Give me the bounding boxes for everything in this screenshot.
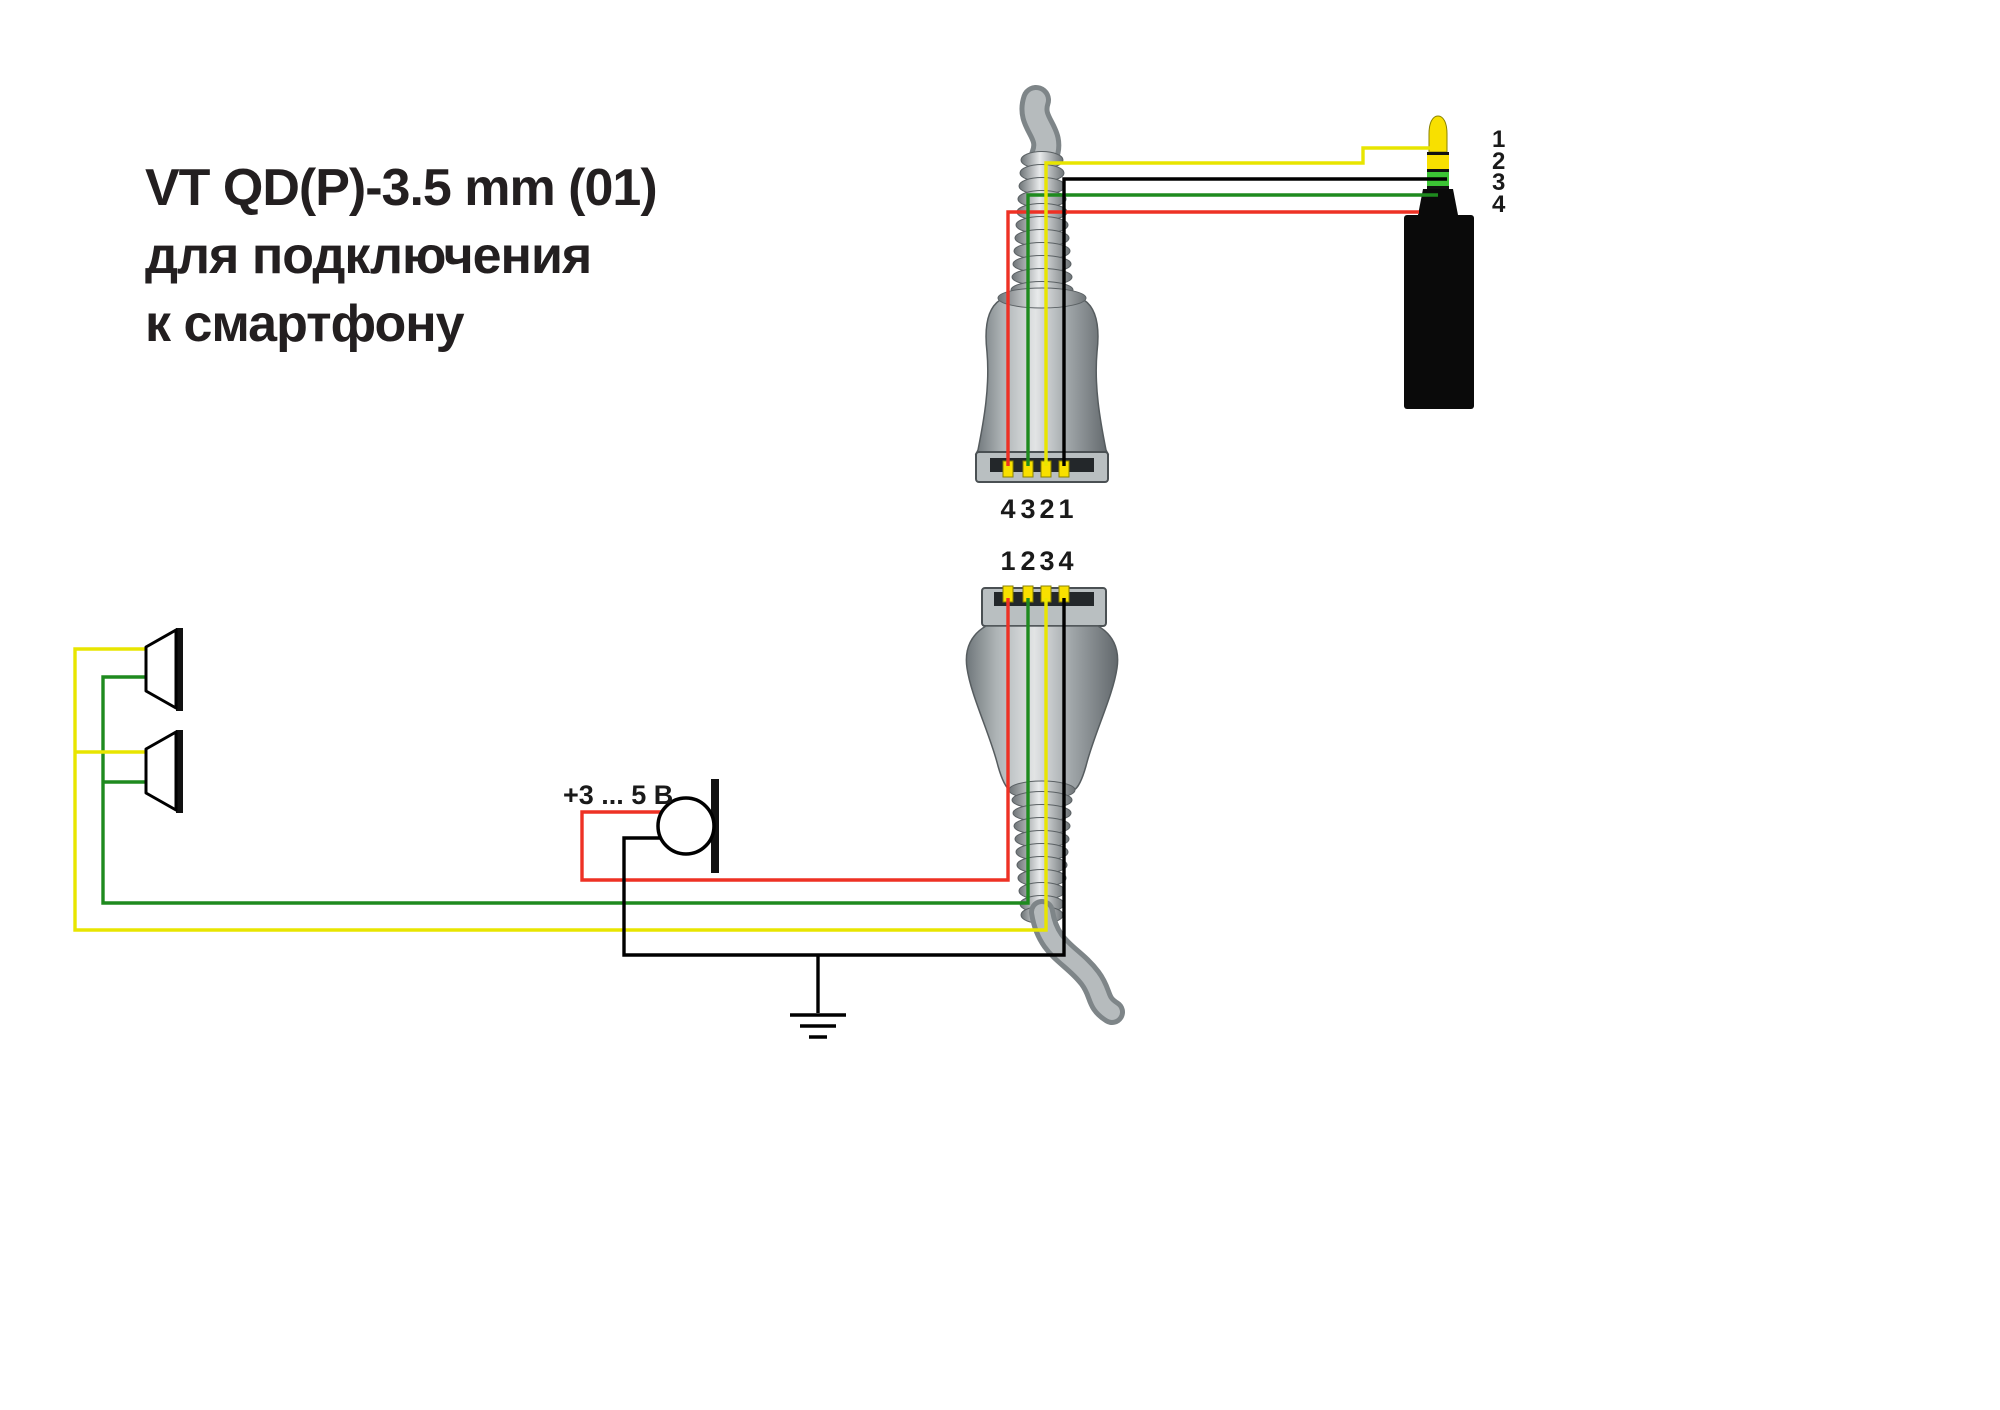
bottom-connector-pin-label: 1 (1000, 546, 1015, 576)
connector-body-top (974, 290, 1110, 455)
connector-collar-top (997, 287, 1087, 309)
speaker-diaphragm (176, 628, 183, 711)
title-line-1: VT QD(P)-3.5 mm (01) (145, 159, 657, 217)
wire-black-top (1062, 177, 1447, 466)
jack-pin-label: 3 (1492, 169, 1505, 196)
mic-capsule (656, 796, 716, 856)
top-qd-connector: 4 3 2 1 (974, 85, 1110, 524)
title-line-2: для подключения (145, 227, 591, 285)
top-connector-pin-label: 4 (1000, 494, 1015, 524)
mic-voltage-label: +3 ... 5 В (563, 780, 673, 810)
strain-relief-ribs-bottom (1011, 791, 1073, 924)
bottom-connector-pin-label: 2 (1020, 546, 1035, 576)
top-connector-pin-label: 1 (1058, 494, 1073, 524)
bottom-connector-pin-labels: 1 2 3 4 (1000, 546, 1073, 576)
jack-ring-2 (1427, 155, 1449, 169)
top-connector-pin-label: 2 (1039, 494, 1054, 524)
bottom-connector-pin-label: 4 (1058, 546, 1073, 576)
speaker-1 (144, 628, 183, 711)
speaker-cone (144, 730, 178, 812)
contact-strip-top (975, 451, 1109, 483)
top-connector-pin-labels: 4 3 2 1 (1000, 494, 1073, 524)
bottom-qd-connector: 1 2 3 4 (965, 546, 1125, 1025)
title-block: VT QD(P)-3.5 mm (01) для подключения к с… (145, 159, 658, 353)
jack-3-5mm: 1 2 3 4 (1404, 115, 1506, 409)
jack-pin-label: 2 (1492, 148, 1505, 175)
jack-separator (1427, 186, 1449, 189)
title-line-3: к смартфону (145, 295, 465, 353)
cable-bottom-highlight (1034, 904, 1120, 1020)
microphone: +3 ... 5 В (563, 779, 719, 873)
jack-body (1404, 215, 1474, 409)
jack-pin-labels: 1 2 3 4 (1492, 126, 1506, 218)
bottom-connector-pin-label: 3 (1039, 546, 1054, 576)
wire-red-top (1006, 210, 1419, 466)
jack-tip (1428, 115, 1448, 153)
ground-symbol (790, 1013, 846, 1039)
wire-yellow-bottom (73, 598, 1048, 932)
top-connector-pin-label: 3 (1020, 494, 1035, 524)
wire-yellow-top (1044, 146, 1430, 466)
wire-green-bottom (101, 598, 1030, 905)
jack-sleeve (1418, 189, 1458, 215)
wires-bottom (73, 598, 1066, 1013)
speaker-2 (144, 730, 183, 813)
jack-separator (1427, 169, 1449, 172)
jack-separator (1427, 152, 1449, 155)
jack-pin-label: 1 (1492, 126, 1505, 153)
wire-green-top (1026, 193, 1438, 466)
wire-red-bottom (580, 598, 1010, 882)
wire-black-bottom (622, 598, 1066, 1013)
wires-top (1006, 146, 1447, 466)
jack-pin-label: 4 (1492, 191, 1506, 218)
speaker-cone (144, 628, 178, 710)
speaker-diaphragm (176, 730, 183, 813)
connector-body-bottom (965, 625, 1119, 791)
cable-top-highlight (1024, 90, 1057, 166)
contact-strip-bottom (981, 585, 1107, 627)
